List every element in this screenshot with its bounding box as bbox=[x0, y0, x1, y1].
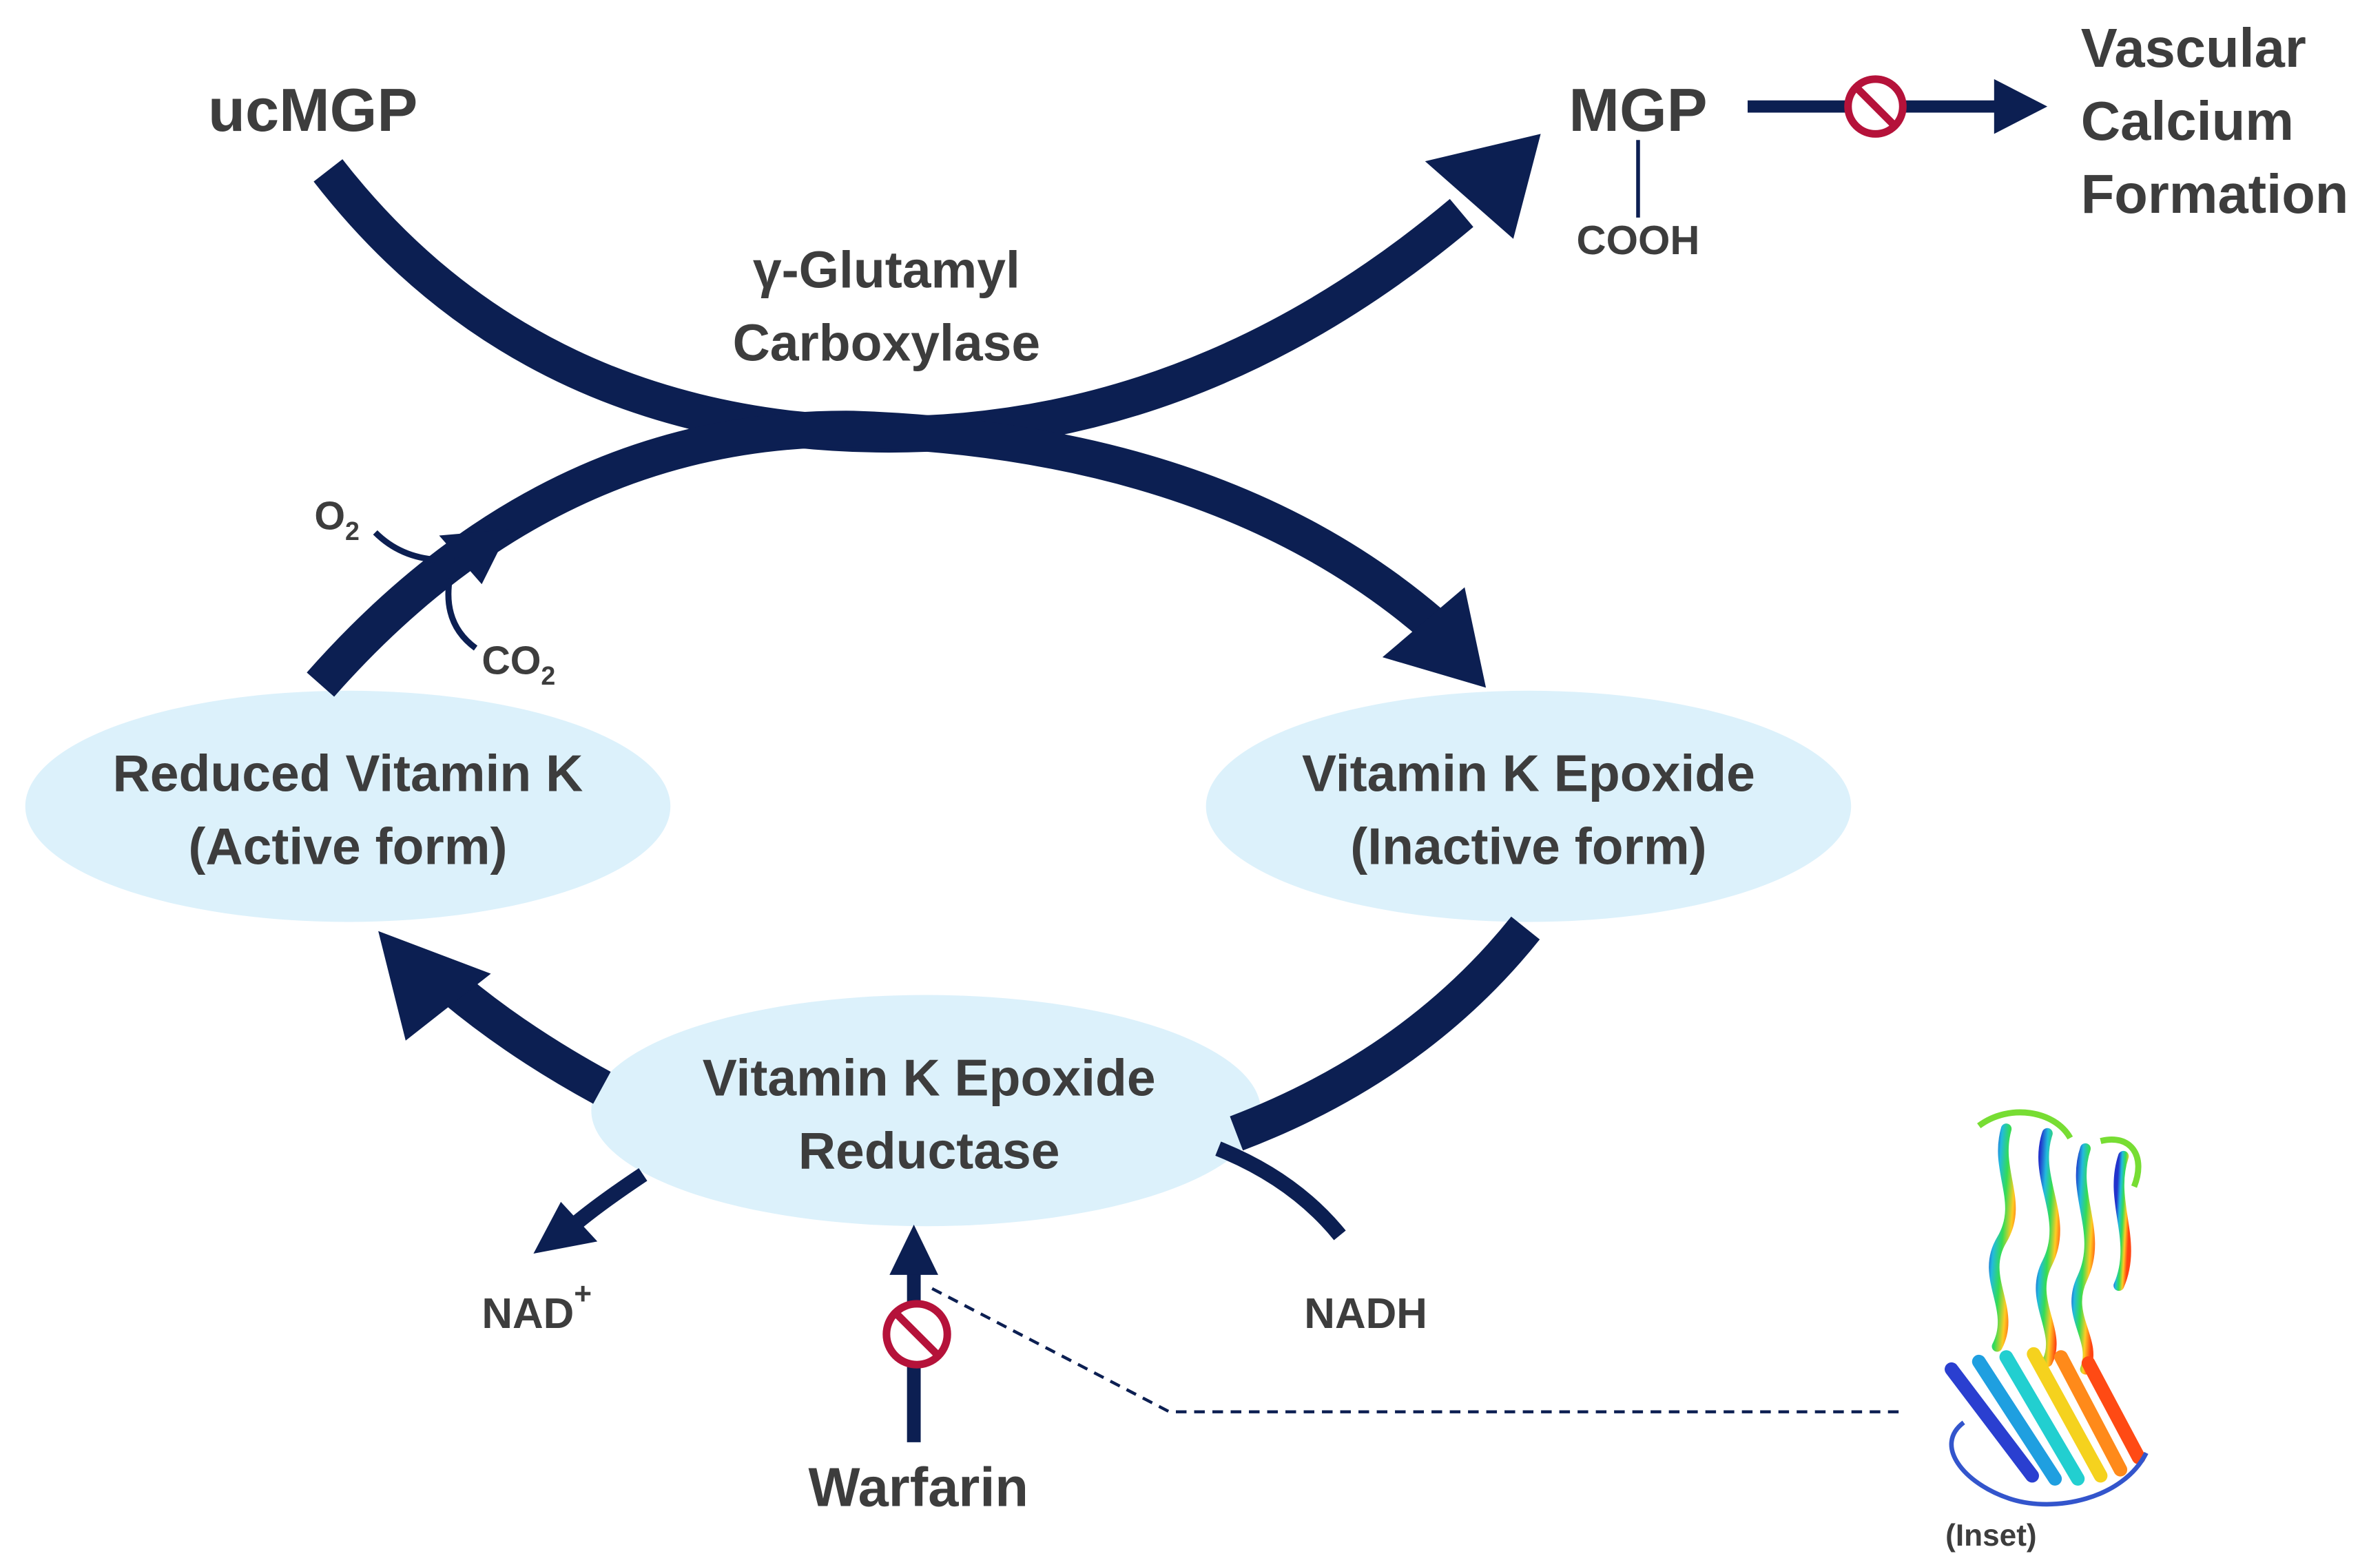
vitamin-k-epoxide-label-line1: Vitamin K Epoxide bbox=[1302, 745, 1755, 802]
carboxylase-label-line2: Carboxylase bbox=[733, 313, 1041, 371]
carboxylase-label-line1: γ-Glutamyl bbox=[753, 240, 1020, 298]
nad-arrow bbox=[571, 1168, 648, 1229]
epoxide-arrowhead bbox=[1382, 587, 1487, 688]
vitamin-k-epoxide-label-line2: (Inactive form) bbox=[1350, 818, 1706, 875]
arrowheads bbox=[378, 134, 1541, 1041]
calcium-arrowhead bbox=[1994, 79, 2048, 134]
warfarin-label: Warfarin bbox=[808, 1457, 1028, 1518]
o2-label: O2 bbox=[314, 495, 360, 546]
protein-structure-icon bbox=[1945, 1109, 2149, 1507]
reductase-label-line1: Vitamin K Epoxide bbox=[703, 1048, 1156, 1106]
inhibition-icon bbox=[1844, 75, 1907, 138]
cooh-label: COOH bbox=[1577, 217, 1700, 263]
vascular-calcium-label-line1: Vascular bbox=[2081, 17, 2306, 79]
ucmgp-label: ucMGP bbox=[208, 76, 417, 144]
warfarin-arrowhead bbox=[889, 1225, 938, 1275]
nadh-label: NADH bbox=[1304, 1290, 1427, 1338]
nadh-curve bbox=[1215, 1141, 1346, 1241]
reduced-vitamin-k-label-line2: (Active form) bbox=[188, 818, 507, 875]
reduced-arrowhead bbox=[378, 931, 491, 1041]
inset-leader-line bbox=[931, 1287, 1900, 1413]
reductase-label-line2: Reductase bbox=[798, 1121, 1060, 1179]
mgp-arrowhead bbox=[1425, 134, 1541, 239]
vitamin-k-epoxide-reductase-node bbox=[591, 995, 1261, 1227]
o2-co2-curves bbox=[373, 530, 478, 651]
co2-label: CO2 bbox=[482, 639, 555, 689]
vascular-calcium-label-line2: Calcium bbox=[2081, 90, 2294, 152]
inset-label: (Inset) bbox=[1945, 1519, 2036, 1553]
carboxylation-arrow bbox=[313, 159, 1473, 453]
nad-arrowhead bbox=[533, 1201, 598, 1254]
epoxide-to-reductase-arrow bbox=[1230, 916, 1540, 1151]
o2-arrowhead bbox=[439, 529, 510, 585]
reduced-vitamin-k-node bbox=[25, 690, 671, 922]
nad-label: NAD+ bbox=[482, 1277, 592, 1338]
mgp-label: MGP bbox=[1569, 76, 1707, 144]
inhibition-icon bbox=[882, 1300, 951, 1369]
vascular-calcium-label-line3: Formation bbox=[2081, 163, 2349, 225]
reductase-to-reduced-arrow bbox=[442, 975, 611, 1104]
reduced-vitamin-k-label-line1: Reduced Vitamin K bbox=[113, 745, 583, 802]
vitamin-k-epoxide-node bbox=[1205, 690, 1852, 922]
